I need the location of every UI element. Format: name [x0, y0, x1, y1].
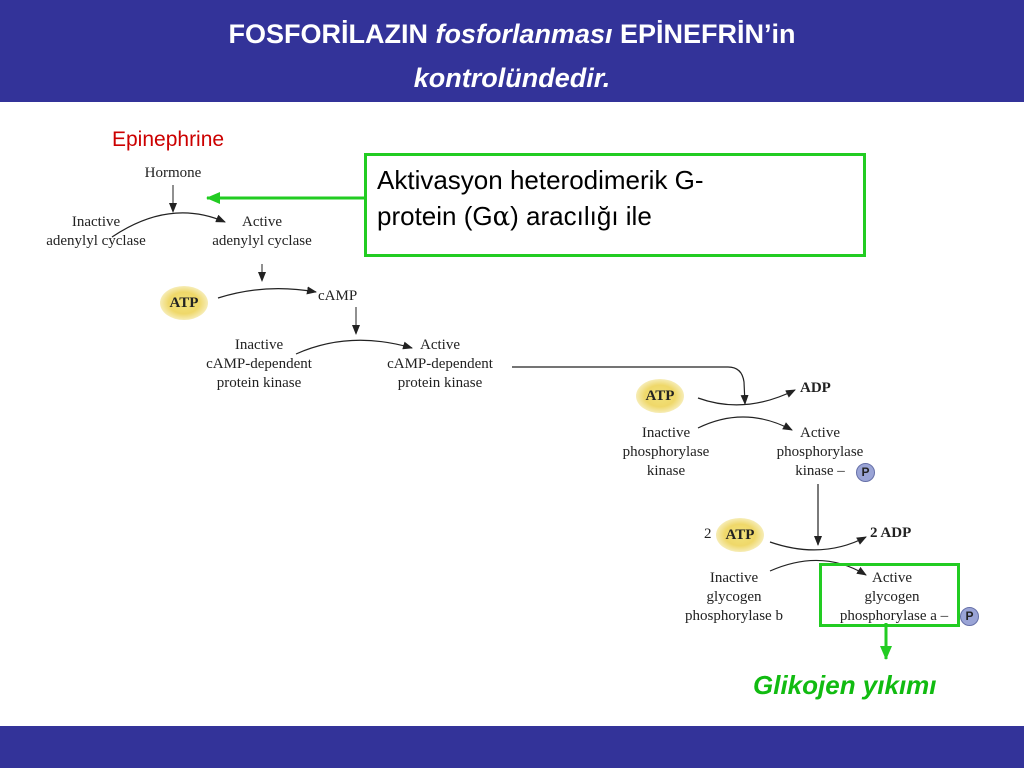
atp-badge-3: ATP: [716, 518, 764, 552]
active-pk-label-2: cAMP-dependent: [387, 356, 493, 372]
active-gp-label-2: glycogen: [864, 589, 920, 605]
hormone-label: Hormone: [144, 165, 202, 181]
active-gp-label-1: Active: [872, 570, 912, 586]
inactive-pk-label-1: Inactive: [234, 337, 284, 353]
title-line-2: kontrolündedir.: [413, 63, 611, 93]
two-adp-label: 2 ADP: [870, 525, 912, 541]
inactive-gp-label-2: glycogen: [706, 589, 762, 605]
inactive-ac-label-1: Inactive: [71, 214, 121, 230]
inactive-phk-label-2: phosphorylase: [622, 444, 710, 460]
epinephrine-label: Epinephrine: [112, 128, 225, 151]
title-text-1: FOSFORİLAZIN: [228, 19, 436, 49]
adenylyl-cyclase-arrow: [111, 212, 226, 238]
inactive-ac-label-2: adenylyl cyclase: [46, 233, 146, 249]
active-phk-label-2: phosphorylase: [776, 444, 864, 460]
active-pk-label-3: protein kinase: [397, 375, 483, 391]
gp-crossing-arrow-1: [769, 536, 867, 551]
active-gp-highlight-box: [819, 563, 960, 627]
callout-line-2: protein (Gα) aracılığı ile: [377, 198, 863, 235]
inactive-pk-label-2: cAMP-dependent: [206, 356, 312, 372]
title-banner: FOSFORİLAZIN fosforlanması EPİNEFRİN’in …: [0, 0, 1024, 102]
callout-text-a: protein (G: [377, 201, 493, 231]
active-ac-label-1: Active: [242, 214, 282, 230]
phk-crossing-arrow-1: [697, 389, 796, 406]
phosphate-icon-1: P: [856, 463, 875, 482]
inactive-phk-label-1: Inactive: [641, 425, 691, 441]
pka-activation-arrow: [295, 339, 413, 355]
title-text-2: EPİNEFRİN’in: [612, 19, 796, 49]
atp-to-camp-arrow: [217, 286, 317, 299]
glycogen-breakdown-label: Glikojen yıkımı: [753, 670, 937, 700]
active-ac-label-2: adenylyl cyclase: [212, 233, 312, 249]
footer-bar: [0, 726, 1024, 768]
gp-crossing-arrow-2: [769, 559, 867, 576]
title-text-italic: fosforlanması: [435, 19, 613, 49]
callout-text-b: ) aracılığı ile: [510, 201, 652, 231]
title-line-1: FOSFORİLAZIN fosforlanması EPİNEFRİN’in: [0, 18, 1024, 50]
atp-badge-2: ATP: [636, 379, 684, 413]
camp-label: cAMP: [318, 288, 358, 304]
adp-label: ADP: [800, 380, 831, 396]
inactive-gp-label-3: phosphorylase b: [685, 608, 783, 624]
inactive-phk-label-3: kinase: [646, 463, 686, 479]
inactive-pk-label-3: protein kinase: [216, 375, 302, 391]
phk-crossing-arrow-2: [697, 416, 793, 431]
pka-to-phk-arrow: [512, 366, 749, 405]
atp-badge-1: ATP: [160, 286, 208, 320]
active-pk-label-1: Active: [420, 337, 460, 353]
alpha-symbol: α: [492, 202, 511, 232]
active-phk-label-3: kinase –: [795, 463, 845, 479]
active-phk-label-1: Active: [800, 425, 840, 441]
callout-line-1: Aktivasyon heterodimerik G-: [377, 165, 704, 195]
inactive-gp-label-1: Inactive: [709, 570, 759, 586]
active-gp-label-3: phosphorylase a –: [839, 608, 949, 624]
phosphate-icon-2: P: [960, 607, 979, 626]
atp-count: 2: [704, 526, 712, 542]
g-protein-callout: Aktivasyon heterodimerik G- protein (Gα)…: [364, 153, 866, 257]
